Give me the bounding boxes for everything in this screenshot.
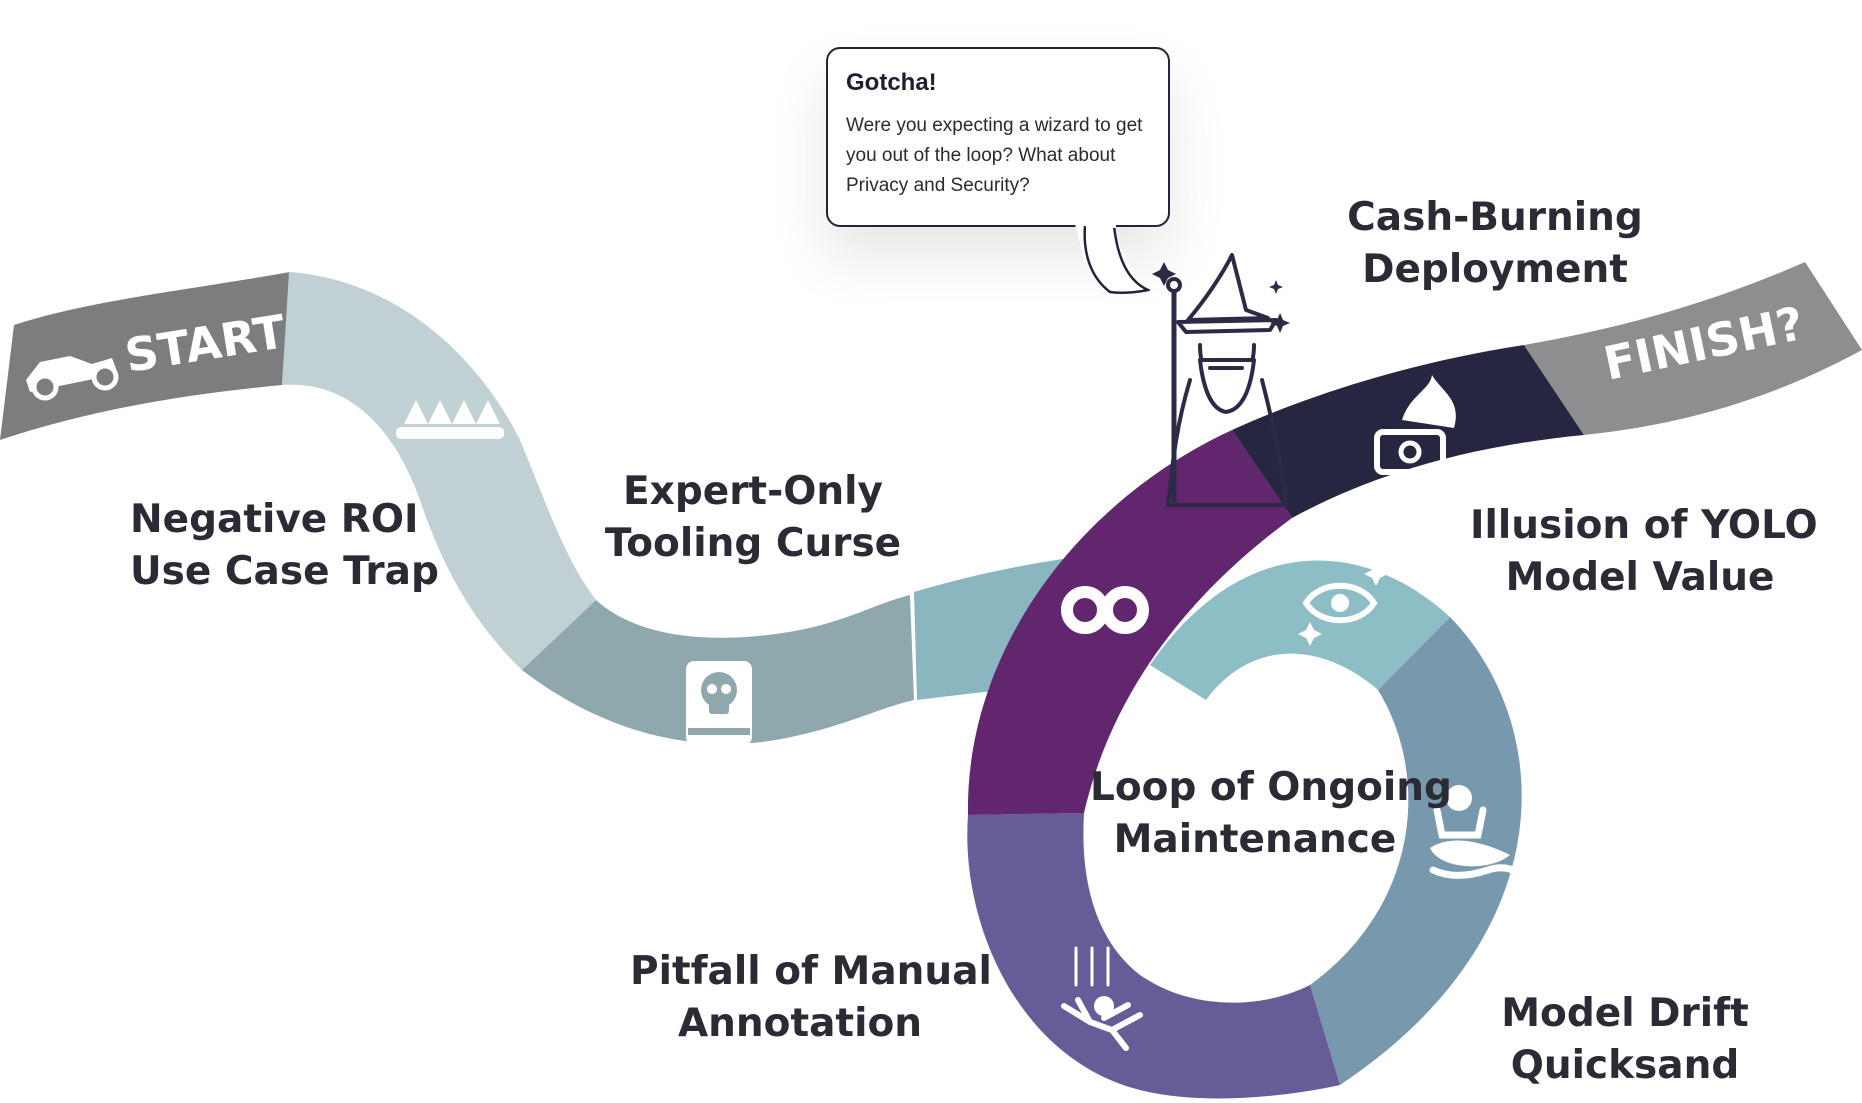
- drift-segment: [1310, 617, 1522, 1085]
- speech-bubble: Gotcha! Were you expecting a wizard to g…: [826, 47, 1170, 227]
- label-drift: Model Drift Quicksand: [1501, 991, 1749, 1088]
- falling-person-icon: [1061, 946, 1143, 1051]
- label-negative-roi: Negative ROI Use Case Trap: [130, 497, 439, 594]
- label-cash-burning: Cash-Burning Deployment: [1347, 195, 1643, 292]
- eye-sparkle-icon: [1298, 562, 1388, 646]
- start-flag: START: [0, 272, 290, 440]
- label-loop: Loop of Ongoing Maintenance: [1090, 765, 1452, 862]
- bubble-body: Were you expecting a wizard to get you o…: [846, 115, 1143, 196]
- race-car-icon: [26, 356, 119, 401]
- bubble-title: Gotcha!: [846, 69, 937, 96]
- bubble-tail: [1075, 222, 1150, 295]
- finish-flag: [1524, 262, 1862, 435]
- label-expert-only: Expert-Only Tooling Curse: [604, 469, 902, 566]
- wizard-icon: [1152, 253, 1290, 507]
- burning-money-icon: [1374, 375, 1456, 475]
- eye-segment: [1150, 560, 1450, 700]
- spikes-segment: [282, 272, 596, 670]
- label-annotation: Pitfall of Manual Annotation: [630, 949, 992, 1046]
- label-yolo: Illusion of YOLO Model Value: [1470, 503, 1818, 600]
- skull-book-icon: [686, 661, 752, 745]
- spikes-icon: [396, 400, 504, 439]
- infinity-icon: [1061, 586, 1149, 634]
- annotation-segment: [967, 813, 1340, 1099]
- quicksand-person-icon: [1429, 785, 1522, 879]
